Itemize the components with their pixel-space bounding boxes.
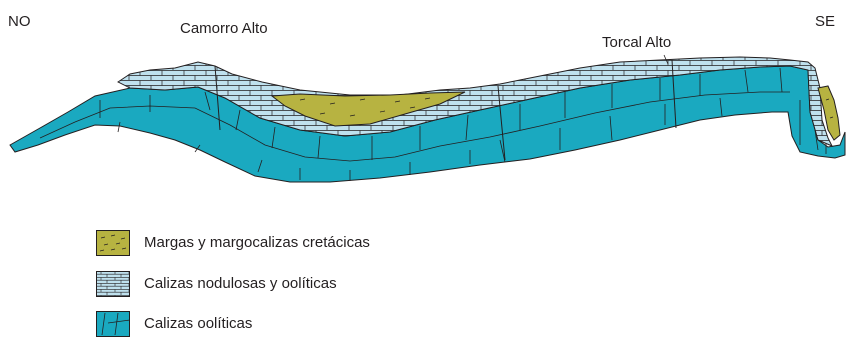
direction-label-northwest: NO [8,13,31,30]
unit-margas-cretacicas-se [817,85,841,141]
unit-margas-cretacicas-lens [270,91,466,127]
faults [214,59,677,161]
peak-label-torcal-alto: Torcal Alto [602,34,672,51]
margas-dashes [299,97,834,119]
legend-swatch-nodulosas [96,271,130,297]
geologic-cross-section [9,54,846,183]
legend-label-nodulosas: Calizas nodulosas y oolíticas [144,275,337,292]
peak-label-camorro-alto: Camorro Alto [180,20,268,37]
legend-swatch-ooliticas [96,311,130,337]
ooliticas-bedding [39,67,827,181]
legend-label-ooliticas: Calizas oolíticas [144,315,253,332]
legend-label-margas: Margas y margocalizas cretácicas [144,234,370,251]
direction-label-southeast: SE [815,13,836,30]
legend-swatch-margas [96,230,130,256]
torcal-alto-leader [663,54,669,65]
